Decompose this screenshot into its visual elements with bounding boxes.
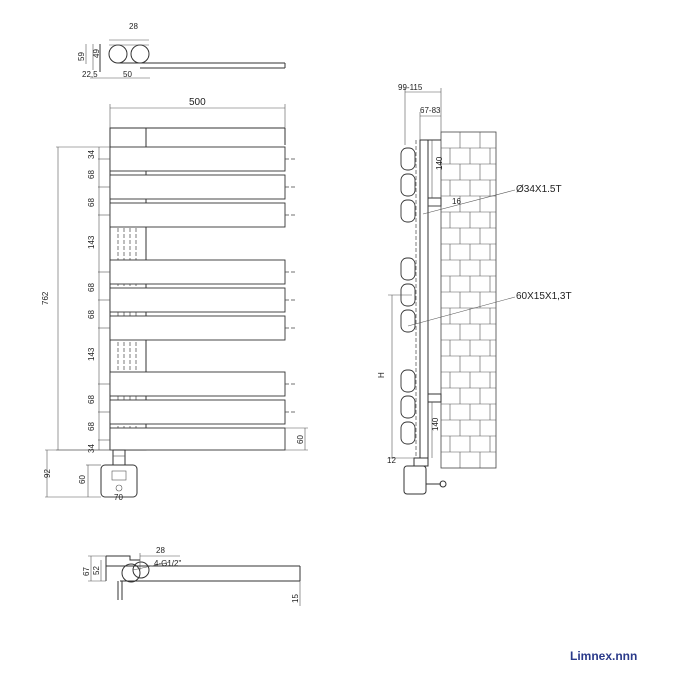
watermark-logo: Limnex.nnn [570, 649, 637, 663]
dim-92: 92 [43, 469, 52, 478]
bottom-view: 28 4-G1/2" 67 52 15 [82, 546, 301, 606]
dim-H: H [377, 372, 386, 378]
heating-bar [109, 427, 286, 451]
heating-bar [109, 146, 286, 172]
heating-bar [109, 259, 286, 285]
side-heater [403, 465, 427, 495]
gap-dim: 68 [87, 170, 96, 179]
side-view: 99-115 67-83 140 16 Ø34X1.5T 60X15X1,3T … [377, 83, 572, 495]
dim-60-right: 60 [296, 435, 305, 444]
label-rect-tube: 60X15X1,3T [516, 291, 572, 302]
dim-70: 70 [114, 493, 123, 502]
heating-bar [109, 371, 286, 397]
gap-dim: 68 [87, 283, 96, 292]
heater-neck [112, 449, 126, 466]
gap-dim: 68 [87, 198, 96, 207]
heating-bar [109, 287, 286, 313]
dim-500: 500 [189, 97, 206, 108]
dim-99-115: 99-115 [398, 83, 423, 92]
dim-16: 16 [452, 197, 461, 206]
dim-60-left: 60 [78, 475, 87, 484]
label-round-tube: Ø34X1.5T [516, 184, 562, 195]
gap-dim: 68 [87, 310, 96, 319]
dim-49: 49 [92, 49, 101, 58]
heating-bar [109, 315, 286, 341]
pipe-circle-left [108, 44, 128, 64]
dim-28-bottom: 28 [156, 546, 165, 555]
gap-dim: 143 [87, 235, 96, 249]
dim-67-83: 67-83 [420, 106, 441, 115]
dim-22-5: 22,5 [82, 70, 98, 79]
dim-12: 12 [387, 456, 396, 465]
dim-28-top: 28 [129, 22, 138, 31]
pipe-section-right [132, 561, 150, 579]
vertical-pipe [419, 139, 429, 459]
dim-762: 762 [41, 291, 50, 305]
heating-bar [109, 399, 286, 425]
gap-dim: 34 [87, 150, 96, 159]
heating-bar [109, 174, 286, 200]
dim-15: 15 [291, 594, 300, 603]
gap-dim: 34 [87, 444, 96, 453]
wall-bracket-top [427, 197, 442, 207]
front-view: 500 [41, 97, 308, 502]
wall-bracket-bottom [427, 393, 442, 403]
brick-wall [440, 131, 497, 469]
gap-dim: 68 [87, 422, 96, 431]
heating-bar [109, 202, 286, 228]
dim-50: 50 [123, 70, 132, 79]
pipe-circle-right [130, 44, 150, 64]
pipe-section-left [121, 563, 141, 583]
gap-dim: 143 [87, 347, 96, 361]
dim-67: 67 [82, 567, 91, 576]
dim-140-top: 140 [435, 156, 444, 170]
dim-52: 52 [92, 566, 101, 575]
bar-sections [400, 147, 416, 445]
top-view: 28 59 49 22,5 50 [77, 22, 286, 79]
gap-dim: 68 [87, 395, 96, 404]
thread-label: 4-G1/2" [154, 559, 181, 568]
dim-59: 59 [77, 52, 86, 61]
dim-140-bottom: 140 [431, 417, 440, 431]
